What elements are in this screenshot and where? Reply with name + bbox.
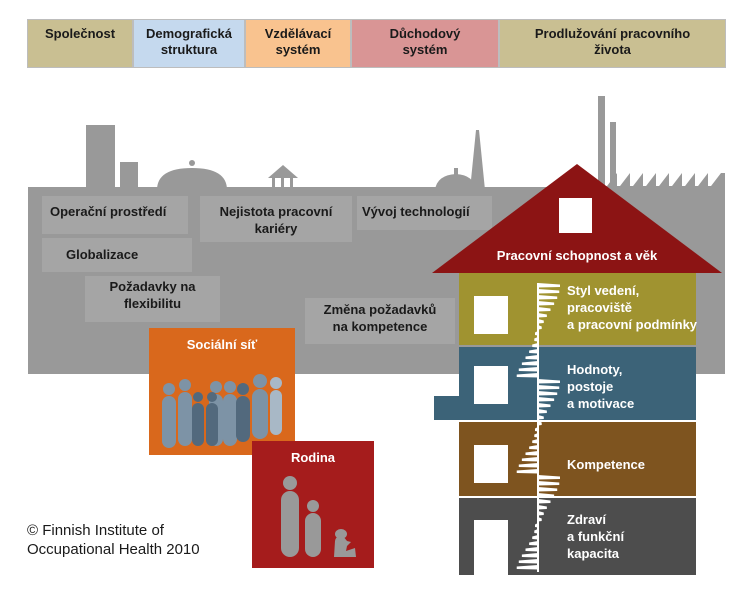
stair-tread — [532, 439, 538, 444]
technology-label: Vývoj technologií — [362, 204, 470, 219]
house — [432, 164, 722, 575]
family-title: Rodina — [290, 450, 336, 465]
stair-tread — [516, 373, 538, 378]
globalization-label: Globalizace — [66, 247, 139, 262]
stair-tread — [529, 349, 538, 354]
stair-tread — [538, 391, 558, 396]
people-group-icon — [162, 374, 282, 448]
stair-tread — [532, 535, 538, 540]
stair-tread — [521, 553, 538, 558]
flexibility-tile — [85, 276, 220, 322]
floor-label-leadership: Styl vedení, pracoviště a pracovní podmí… — [567, 283, 698, 332]
roof-label: Pracovní schopnost a věk — [496, 248, 658, 263]
stair-tread — [538, 403, 551, 408]
attic-window — [559, 198, 592, 233]
competence-change-tile — [305, 298, 455, 344]
spiral-staircase — [516, 283, 560, 572]
stair-tread — [521, 457, 538, 462]
window-floor-1 — [474, 296, 508, 334]
stair-tread — [538, 301, 555, 306]
floor-label-competence: Kompetence — [567, 457, 646, 472]
header-society: Společnost — [27, 19, 133, 68]
stair-tread — [538, 283, 560, 288]
family-icon — [281, 476, 356, 557]
copyright-text: © Finnish Institute of Occupational Heal… — [27, 522, 200, 558]
stair-tread — [538, 415, 544, 420]
stair-tread — [525, 355, 538, 360]
stair-tread — [529, 541, 538, 546]
city-skyline — [86, 96, 725, 198]
floor-label-values: Hodnoty, postoje a motivace — [567, 362, 635, 411]
stair-tread — [538, 511, 544, 516]
window-floor-2 — [474, 366, 508, 404]
stair-tread — [538, 481, 560, 486]
stair-tread — [525, 547, 538, 552]
competence-change-label: Změna požadavků na kompetence — [323, 302, 437, 334]
globalization-tile — [42, 238, 192, 272]
house-door — [474, 520, 508, 575]
stair-tread — [518, 463, 538, 468]
stair-tread — [538, 319, 544, 324]
header-pension: Důchodový systém — [351, 19, 499, 68]
stair-tread — [538, 505, 547, 510]
header-education: Vzdělávací systém — [245, 19, 351, 68]
stair-post — [537, 283, 539, 572]
header-demographics: Demografická struktura — [133, 19, 245, 68]
stair-tread — [538, 499, 551, 504]
stair-tread — [518, 559, 538, 564]
stair-tread — [518, 367, 538, 372]
social-network-title: Sociální síť — [186, 337, 258, 352]
stair-tread — [516, 469, 538, 474]
stair-tread — [538, 313, 547, 318]
floor-label-health: Zdraví a funkční kapacita — [567, 512, 625, 561]
operating-env-label: Operační prostředí — [50, 204, 167, 219]
stair-tread — [529, 445, 538, 450]
stair-tread — [538, 409, 547, 414]
career-uncertainty-tile — [200, 196, 352, 242]
stair-tread — [532, 343, 538, 348]
stair-tread — [516, 565, 538, 570]
stair-tread — [538, 487, 558, 492]
technology-tile — [357, 196, 492, 230]
stair-tread — [538, 475, 560, 480]
stair-tread — [538, 307, 551, 312]
stair-tread — [538, 385, 560, 390]
flexibility-label: Požadavky na flexibilitu — [109, 279, 196, 311]
career-uncertainty-label: Nejistota pracovní kariéry — [219, 204, 333, 236]
stair-tread — [538, 295, 558, 300]
stair-tread — [538, 379, 560, 384]
operating-env-tile — [42, 196, 188, 234]
stair-tread — [521, 361, 538, 366]
stair-tread — [538, 397, 555, 402]
stair-tread — [525, 451, 538, 456]
stair-tread — [538, 289, 560, 294]
stair-tread — [538, 493, 555, 498]
header-extended-career: Prodlužování pracovního života — [499, 19, 726, 68]
window-floor-3 — [474, 445, 508, 483]
side-balcony — [434, 396, 460, 420]
